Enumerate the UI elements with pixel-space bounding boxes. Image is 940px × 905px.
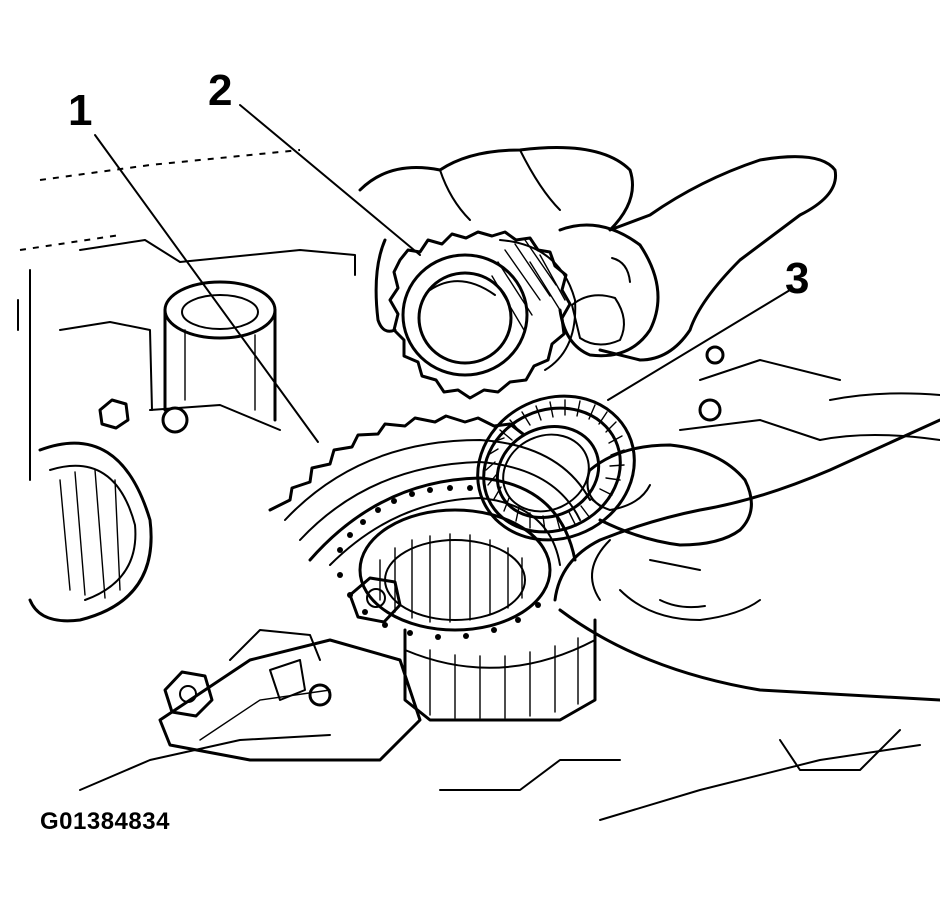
leader-line-1	[94, 134, 319, 443]
case-boss-cylinder	[163, 280, 277, 422]
figure-id: G01384834	[40, 808, 170, 835]
callout-1: 1	[68, 86, 92, 135]
leader-line-3	[607, 289, 791, 401]
hand-upper	[358, 146, 838, 362]
leader-lines	[94, 104, 791, 443]
leader-line-2	[239, 104, 421, 256]
clutch-housing-assembly	[268, 414, 597, 722]
case-lower-bracket	[158, 629, 422, 762]
ball-ring	[337, 485, 541, 640]
case-bore-left	[28, 441, 153, 623]
callout-2: 2	[208, 66, 232, 115]
sun-gear	[388, 230, 577, 400]
needle-rollers	[485, 399, 625, 532]
callout-3: 3	[785, 254, 809, 303]
thrust-bearing	[476, 394, 636, 542]
hand-lower	[553, 392, 940, 702]
